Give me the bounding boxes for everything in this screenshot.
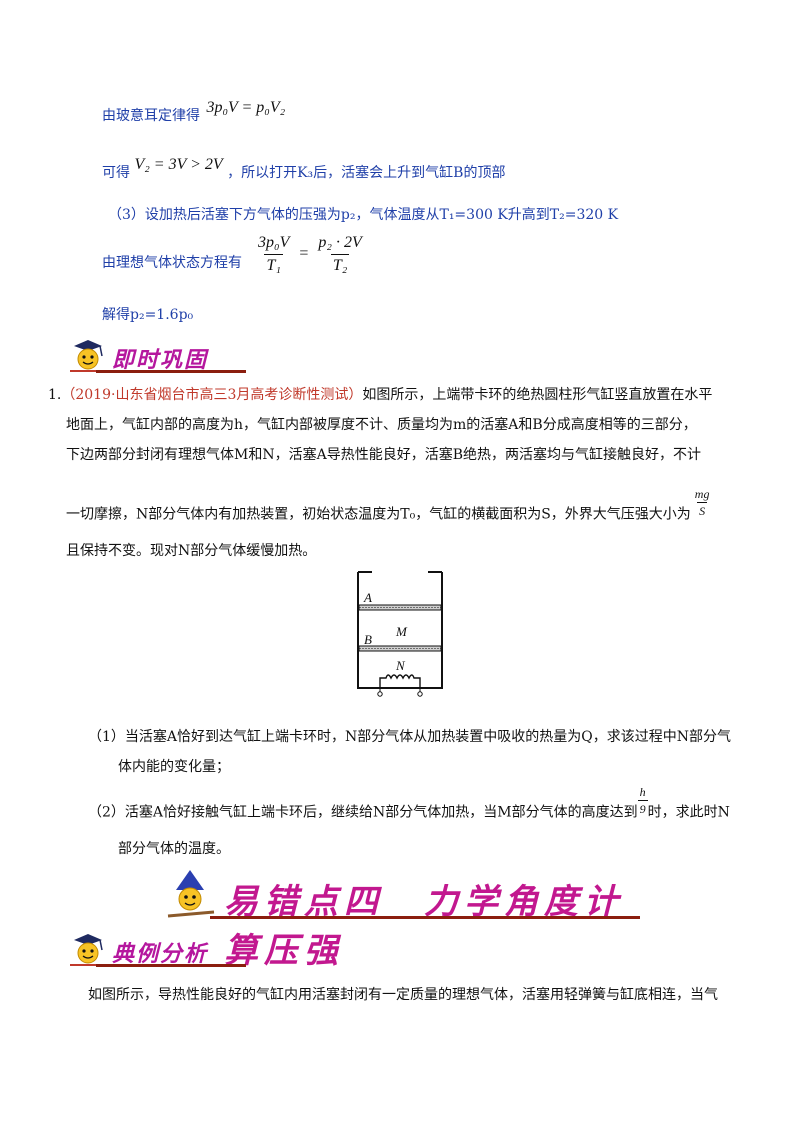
problem-number: 1. [48, 387, 62, 403]
heater-coil [379, 674, 421, 688]
height-fraction: h 9 [637, 785, 648, 816]
question-2-text: （2）活塞A恰好接触气缸上端卡环后，继续给N部分气体加热，当M部分气体的高度达到 [88, 804, 638, 821]
volume-formula: V₂ = 3V > 2V [134, 156, 223, 173]
pressure-fraction: mg S [693, 488, 712, 517]
label-a: A [364, 590, 372, 605]
solution-line-4: 由理想气体状态方程有 3p₀V T₁ = p₂ · 2V T₂ [102, 232, 368, 276]
consolidate-section-header: 即时巩固 [66, 338, 246, 374]
height-numerator: h [639, 785, 646, 799]
pressure-denominator: S [697, 502, 708, 518]
solution-line-2-prefix: 可得 [102, 165, 130, 181]
frac-left-numerator: 3p₀V [258, 233, 290, 251]
example-title: 典例分析 [112, 941, 209, 967]
cylinder-figure: A M B N [350, 568, 450, 700]
equals-sign: = [299, 245, 309, 262]
solution-line-5: 解得p₂=1.6p₀ [102, 307, 194, 323]
error-point-title: 易错点四 力学角度计算压强 [224, 882, 624, 971]
frac-right-numerator: p₂ · 2V [318, 233, 362, 251]
problem-line-2: 地面上，气缸内部的高度为h，气缸内部被厚度不计、质量均为m的活塞A和B分成高度相… [66, 417, 697, 433]
cylinder-diagram [357, 571, 443, 697]
problem-text-1: 如图所示，上端带卡环的绝热圆柱形气缸竖直放置在水平 [362, 387, 713, 403]
label-m: M [396, 624, 407, 639]
pressure-numerator: mg [694, 487, 710, 501]
solution-line-1: 由玻意耳定律得 3p₀V = p₀V₂ [102, 99, 285, 125]
question-2-text-end: 时，求此时N [647, 804, 730, 821]
solution-line-1-text: 由玻意耳定律得 [102, 108, 200, 124]
boyle-formula: 3p₀V = p₀V₂ [206, 99, 286, 116]
consolidate-underline [96, 370, 246, 373]
wizard-mascot-icon [167, 870, 215, 918]
error-point-banner: 易错点四 力学角度计算压强 [160, 868, 640, 971]
example-underline [96, 964, 246, 967]
error-point-underline [210, 916, 640, 919]
question-1-line-1: （1）当活塞A恰好到达气缸上端卡环时，N部分气体从加热装置中吸收的热量为Q，求该… [88, 729, 731, 745]
solution-line-2-suffix: ，所以打开K₃后，活塞会上升到气缸B的顶部 [227, 165, 506, 181]
consolidate-title: 即时巩固 [112, 347, 209, 373]
problem-source: （2019·山东省烟台市高三3月高考诊断性测试） [61, 387, 363, 403]
ideal-gas-frac-left: 3p₀V T₁ [256, 234, 291, 275]
problem-line-3: 下边两部分封闭有理想气体M和N，活塞A导热性能良好，活塞B绝热，两活塞均与气缸接… [66, 447, 701, 463]
height-denominator: 9 [637, 800, 648, 816]
solution-line-4-text: 由理想气体状态方程有 [102, 255, 242, 271]
question-2-line-2: 部分气体的温度。 [118, 841, 230, 857]
mascot-icon-2 [70, 934, 106, 966]
mascot-icon [70, 340, 106, 372]
example-line-1: 如图所示，导热性能良好的气缸内用活塞封闭有一定质量的理想气体，活塞用轻弹簧与缸底… [88, 987, 718, 1003]
frac-left-denominator: T₁ [264, 253, 283, 275]
label-n: N [396, 658, 405, 673]
solution-line-3: （3）设加热后活塞下方气体的压强为p₂，气体温度从T₁=300 K升高到T₂=3… [108, 207, 619, 223]
problem-line-5: 且保持不变。现对N部分气体缓慢加热。 [66, 543, 317, 559]
problem-text-4: 一切摩擦，N部分气体内有加热装置，初始状态温度为T₀，气缸的横截面积为S，外界大… [66, 506, 691, 523]
frac-right-denominator: T₂ [330, 253, 350, 275]
label-b: B [364, 632, 372, 647]
problem-line-4: 一切摩擦，N部分气体内有加热装置，初始状态温度为T₀，气缸的横截面积为S，外界大… [66, 488, 786, 529]
example-section-header: 典例分析 [66, 932, 246, 968]
ideal-gas-frac-right: p₂ · 2V T₂ [316, 234, 363, 275]
ideal-gas-equation: 3p₀V T₁ = p₂ · 2V T₂ [252, 234, 368, 275]
question-1-line-2: 体内能的变化量； [118, 759, 230, 775]
problem-line-1: 1.（2019·山东省烟台市高三3月高考诊断性测试）如图所示，上端带卡环的绝热圆… [48, 388, 748, 402]
question-2-line-1: （2）活塞A恰好接触气缸上端卡环后，继续给N部分气体加热，当M部分气体的高度达到… [88, 786, 800, 827]
solution-line-2: 可得 V₂ = 3V > 2V ，所以打开K₃后，活塞会上升到气缸B的顶部 [102, 156, 506, 182]
